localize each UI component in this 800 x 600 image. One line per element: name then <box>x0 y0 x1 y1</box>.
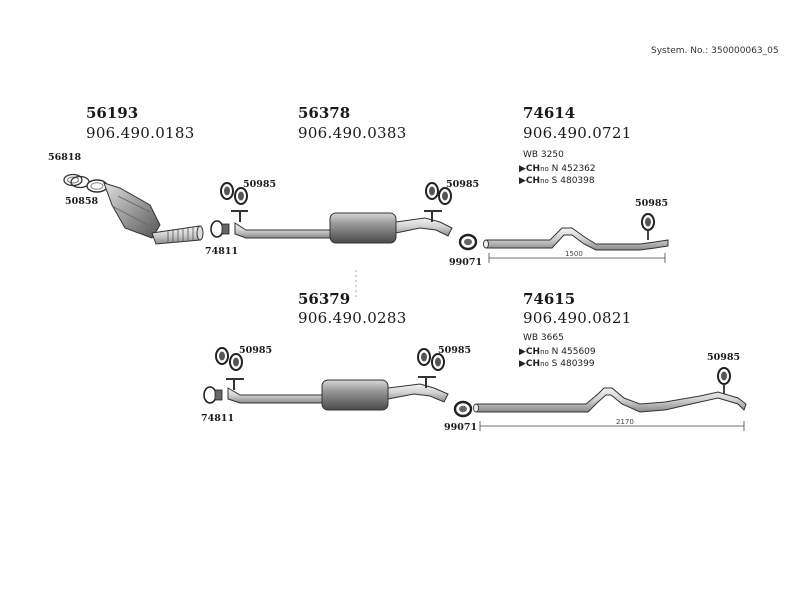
chassis-range-n-74615: ▶CHno N 455609 <box>519 347 596 357</box>
wheelbase-note-74614: WB 3250 <box>523 150 564 160</box>
callout-74811-top: 74811 <box>205 246 239 257</box>
callout-50985-top-right: 50985 <box>446 179 480 190</box>
part-number-74614: 74614 <box>523 104 576 122</box>
part-number-56193: 56193 <box>86 104 139 122</box>
oem-number-56193: 906.490.0183 <box>86 124 195 142</box>
chassis-range-n-74614: ▶CHno N 452362 <box>519 164 596 174</box>
callout-99071-bottom: 99071 <box>444 422 478 433</box>
part-number-56379: 56379 <box>298 290 351 308</box>
callout-50985-tail-top: 50985 <box>635 198 669 209</box>
front-muffler-56379 <box>203 347 473 418</box>
callout-50985-bottom-right: 50985 <box>438 345 472 356</box>
oem-number-56378: 906.490.0383 <box>298 124 407 142</box>
part-number-56378: 56378 <box>298 104 351 122</box>
system-number: System. No.: 350000063_05 <box>651 46 779 56</box>
callout-50985-top-left: 50985 <box>243 179 277 190</box>
callout-56818: 56818 <box>48 152 82 163</box>
chassis-range-s-74614: ▶CHno S 480398 <box>519 176 595 186</box>
callout-50985-bottom-left: 50985 <box>239 345 273 356</box>
catalytic-converter-56193 <box>63 173 204 245</box>
tail-pipe-74614 <box>483 213 669 263</box>
callout-50985-tail-bottom: 50985 <box>707 352 741 363</box>
front-muffler-56378 <box>210 182 478 251</box>
tail-pipe-74615 <box>473 367 747 431</box>
oem-number-74614: 906.490.0721 <box>523 124 632 142</box>
oem-number-56379: 906.490.0283 <box>298 309 407 327</box>
part-number-74615: 74615 <box>523 290 576 308</box>
callout-99071-top: 99071 <box>449 257 483 268</box>
callout-74811-bottom: 74811 <box>201 413 235 424</box>
dimension-label-74615: 2170 <box>616 418 634 426</box>
oem-number-74615: 906.490.0821 <box>523 309 632 327</box>
chassis-range-s-74615: ▶CHno S 480399 <box>519 359 595 369</box>
dimension-label-74614: 1500 <box>565 250 583 258</box>
wheelbase-note-74615: WB 3665 <box>523 333 564 343</box>
callout-50858: 50858 <box>65 196 99 207</box>
